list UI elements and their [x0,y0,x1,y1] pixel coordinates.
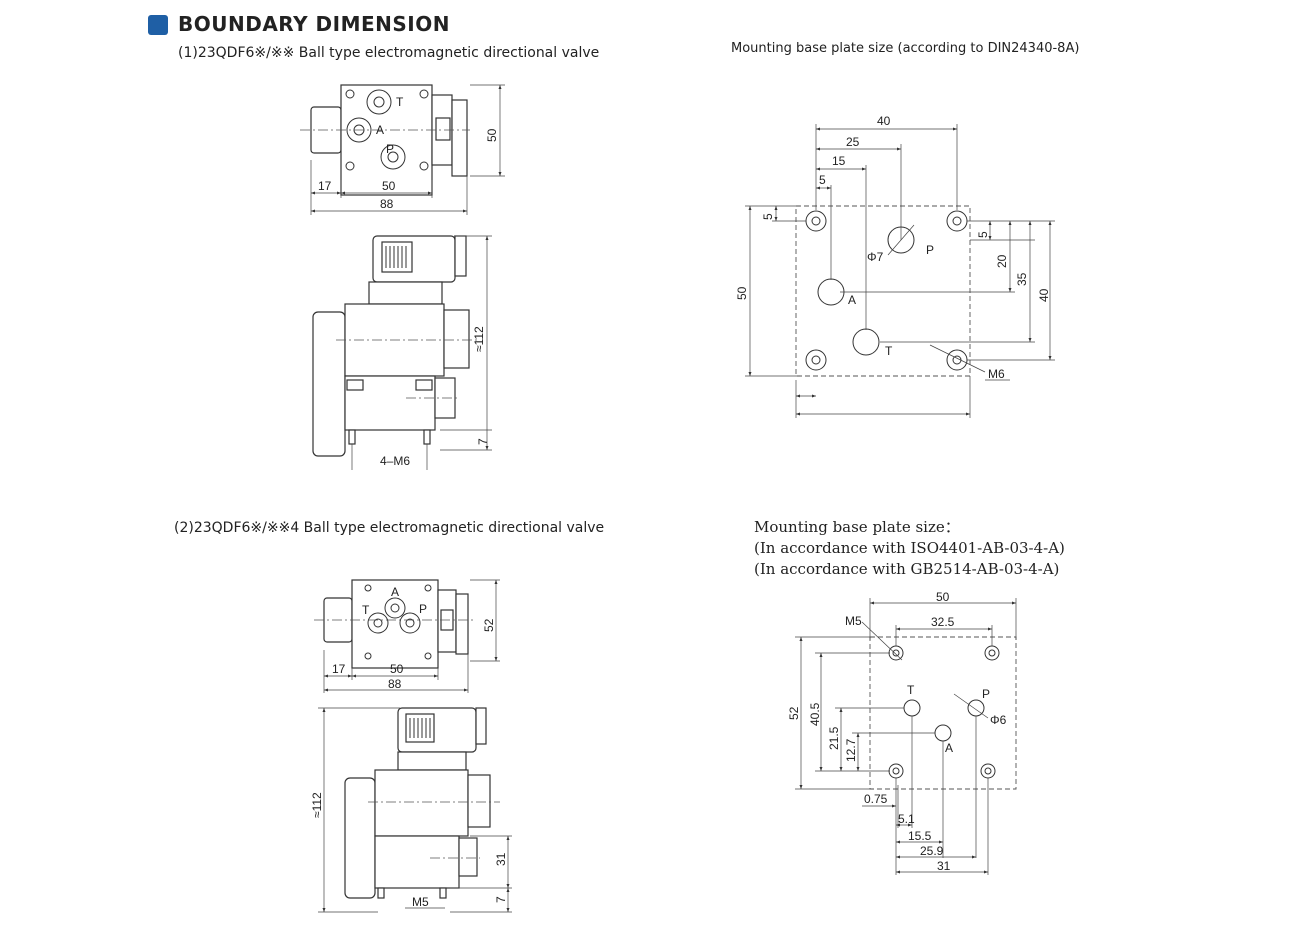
p1-port-T: T [885,344,893,358]
valve1-side-view: ≈112 7 4–M6 [312,235,492,470]
v1-port-A: A [376,123,384,137]
p1-dim-20: 20 [995,254,1009,268]
section2-caption: (2)23QDF6※/※※4 Ball type electromagnetic… [174,520,605,536]
valve2-side-view: ≈112 31 7 M5 [310,707,512,913]
p1-dim-25: 25 [846,135,860,149]
p2-dim-127: 12.7 [844,738,858,762]
p1-port-A: A [848,293,856,307]
v1-dim-88: 88 [380,197,394,211]
p2-dim-155: 15.5 [908,829,932,843]
v1-dim-h7: 7 [476,438,490,445]
v2-dim-h31: 31 [494,852,508,866]
p1-dim-5c: 5 [976,231,990,238]
v1-dim-h50: 50 [485,128,499,142]
plate1-drawing: P A T Φ7 M6 40 25 15 5 50 5 [735,114,1055,418]
section2-plate-caption-1: Mounting base plate size： [754,518,960,536]
v1-port-T: T [396,95,404,109]
section1-caption: (1)23QDF6※/※※ Ball type electromagnetic … [178,45,600,61]
v2-dim-h52: 52 [482,618,496,632]
p1-dim-5a: 5 [819,173,826,187]
p2-port-P: P [982,687,990,701]
p1-dim-40: 40 [877,114,891,128]
p2-dim-075: 0.75 [864,792,888,806]
v2-dim-88: 88 [388,677,402,691]
p2-port-A: A [945,741,953,755]
v2-port-T: T [362,603,370,617]
p1-thread: M6 [988,367,1005,381]
valve1-top-view: T A P 17 50 88 50 [300,84,505,215]
v1-dim-17: 17 [318,179,332,193]
section1-plate-caption: Mounting base plate size (according to D… [731,41,1080,56]
v2-bolts: M5 [412,895,429,909]
v1-dim-h112: ≈112 [472,326,486,352]
page-title: BOUNDARY DIMENSION [178,12,450,36]
p2-dim-31: 31 [937,859,951,873]
v2-dim-50: 50 [390,662,404,676]
v2-dim-h112: ≈112 [310,792,324,818]
p1-port-P: P [926,243,934,257]
p2-dim-215: 21.5 [827,726,841,750]
v1-dim-50: 50 [382,179,396,193]
v2-port-P: P [419,602,427,616]
p2-dim-405: 40.5 [808,702,822,726]
p2-dim-50: 50 [936,590,950,604]
p1-dim-40v: 40 [1037,288,1051,302]
v1-bolts: 4–M6 [380,454,410,468]
valve2-top-view: A T P 17 50 88 52 [314,579,500,693]
v2-port-A: A [391,585,399,599]
section2-plate-caption-2: (In accordance with ISO4401-AB-03-4-A) [754,539,1065,557]
p2-thread: M5 [845,614,862,628]
plate2-drawing: T P A Φ6 M5 50 32.5 0.75 5.1 15.5 25.9 3… [787,590,1017,875]
p2-dim-259: 25.9 [920,844,944,858]
p1-dim-15: 15 [832,154,846,168]
p1-dim-35: 35 [1015,272,1029,286]
p2-dim-325: 32.5 [931,615,955,629]
p2-dim-51: 5.1 [898,812,915,826]
p1-dim-50: 50 [735,286,749,300]
header-bullet-icon [148,15,168,35]
p1-phi: Φ7 [867,250,884,264]
p1-dim-5b: 5 [761,213,775,220]
p2-port-T: T [907,683,915,697]
v2-dim-h7: 7 [494,896,508,903]
section2-plate-caption-3: (In accordance with GB2514-AB-03-4-A) [754,560,1060,578]
v1-port-P: P [386,142,394,156]
p2-phi: Φ6 [990,713,1007,727]
v2-dim-17: 17 [332,662,346,676]
p2-dim-52: 52 [787,706,801,720]
